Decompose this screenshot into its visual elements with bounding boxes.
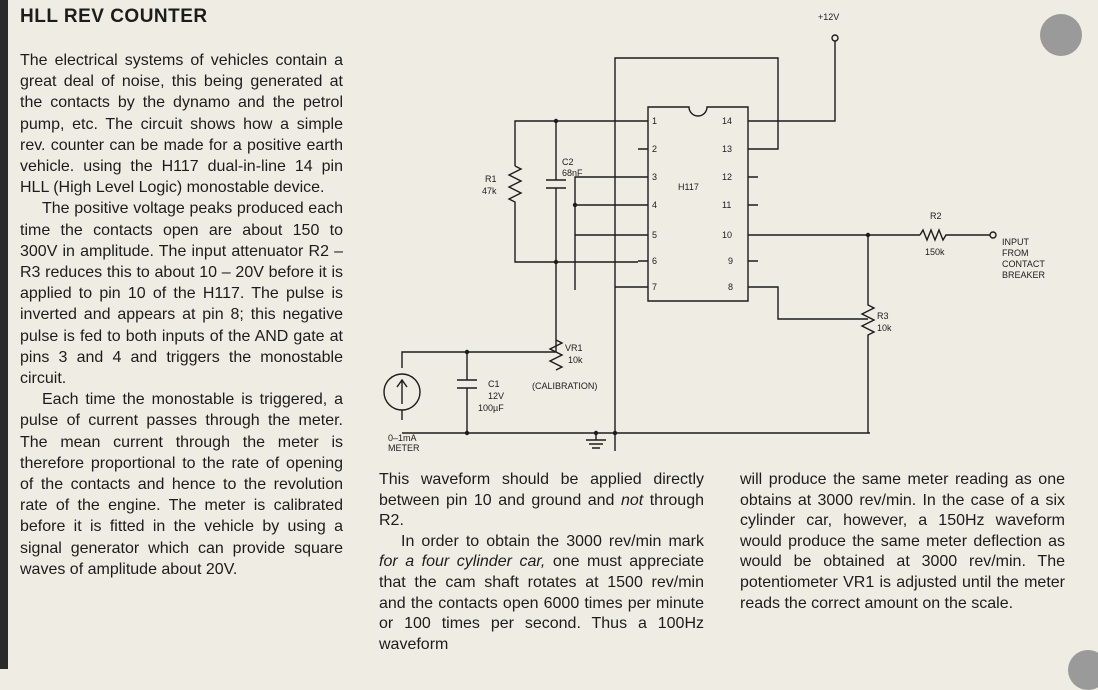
text-span: This waveform should be applied directly… — [379, 471, 704, 509]
column-3: will produce the same meter reading as o… — [740, 470, 1065, 614]
r1-label: R1 — [485, 174, 497, 184]
calibration-label: (CALIBRATION) — [532, 381, 597, 391]
article-title: HLL REV COUNTER — [20, 6, 208, 27]
r2-value: 150k — [925, 247, 945, 257]
text-span: one must appreciate that the cam shaft r… — [379, 553, 705, 653]
page-edge — [0, 0, 8, 669]
paragraph-1: The electrical systems of vehicles conta… — [20, 52, 343, 197]
pin-label: 4 — [652, 200, 657, 210]
pin-label: 10 — [722, 230, 732, 240]
r3-label: R3 — [877, 311, 889, 321]
emphasis: for a four cylinder car, — [379, 553, 546, 571]
pin-label: 13 — [722, 144, 732, 154]
input-label: BREAKER — [1002, 270, 1046, 280]
r1-value: 47k — [482, 186, 497, 196]
paragraph-4: This waveform should be applied directly… — [379, 470, 704, 532]
text-span: through R2. — [379, 491, 704, 530]
c2-value: 68nF — [562, 168, 583, 178]
c1-label: C1 — [488, 379, 500, 389]
ic-label: H117 — [678, 182, 699, 192]
paragraph-2: The positive voltage peaks produced each… — [20, 200, 343, 388]
pin-label: 1 — [652, 116, 657, 126]
paragraph-5: In order to obtain the 3000 rev/min mark… — [379, 532, 704, 656]
binder-hole — [1040, 14, 1082, 56]
pin-label: 9 — [728, 256, 733, 266]
paragraph-6: will produce the same meter reading as o… — [740, 471, 1065, 612]
column-1: The electrical systems of vehicles conta… — [20, 50, 343, 580]
r2-label: R2 — [930, 211, 942, 221]
input-label: FROM — [1002, 248, 1029, 258]
c1-voltage: 12V — [488, 391, 504, 401]
meter-label: METER — [388, 443, 420, 453]
emphasis: not — [620, 491, 644, 509]
r3-value: 10k — [877, 323, 892, 333]
text-span: In order to obtain the 3000 rev/min mark — [401, 532, 704, 550]
circuit-diagram: +12V H117 1 2 3 4 5 6 7 14 13 12 11 10 9… — [383, 12, 1046, 453]
meter-range: 0–1mA — [388, 433, 417, 443]
supply-label: +12V — [818, 12, 839, 22]
binder-hole — [1068, 650, 1098, 690]
pin-label: 14 — [722, 116, 732, 126]
column-2: This waveform should be applied directly… — [379, 470, 704, 655]
vr1-value: 10k — [568, 355, 583, 365]
ic-body — [647, 106, 749, 302]
pin-label: 8 — [728, 282, 733, 292]
paragraph-3: Each time the monostable is triggered, a… — [20, 391, 343, 578]
pin-label: 11 — [722, 200, 731, 210]
pin-label: 12 — [722, 172, 732, 182]
pin-label: 6 — [652, 256, 657, 266]
input-label: CONTACT — [1002, 259, 1045, 269]
input-label: INPUT — [1002, 237, 1030, 247]
c1-value: 100µF — [478, 403, 504, 413]
pin-label: 3 — [652, 172, 657, 182]
vr1-label: VR1 — [565, 343, 583, 353]
pin-label: 7 — [652, 282, 657, 292]
c2-label: C2 — [562, 157, 574, 167]
pin-label: 2 — [652, 144, 657, 154]
pin-label: 5 — [652, 230, 657, 240]
